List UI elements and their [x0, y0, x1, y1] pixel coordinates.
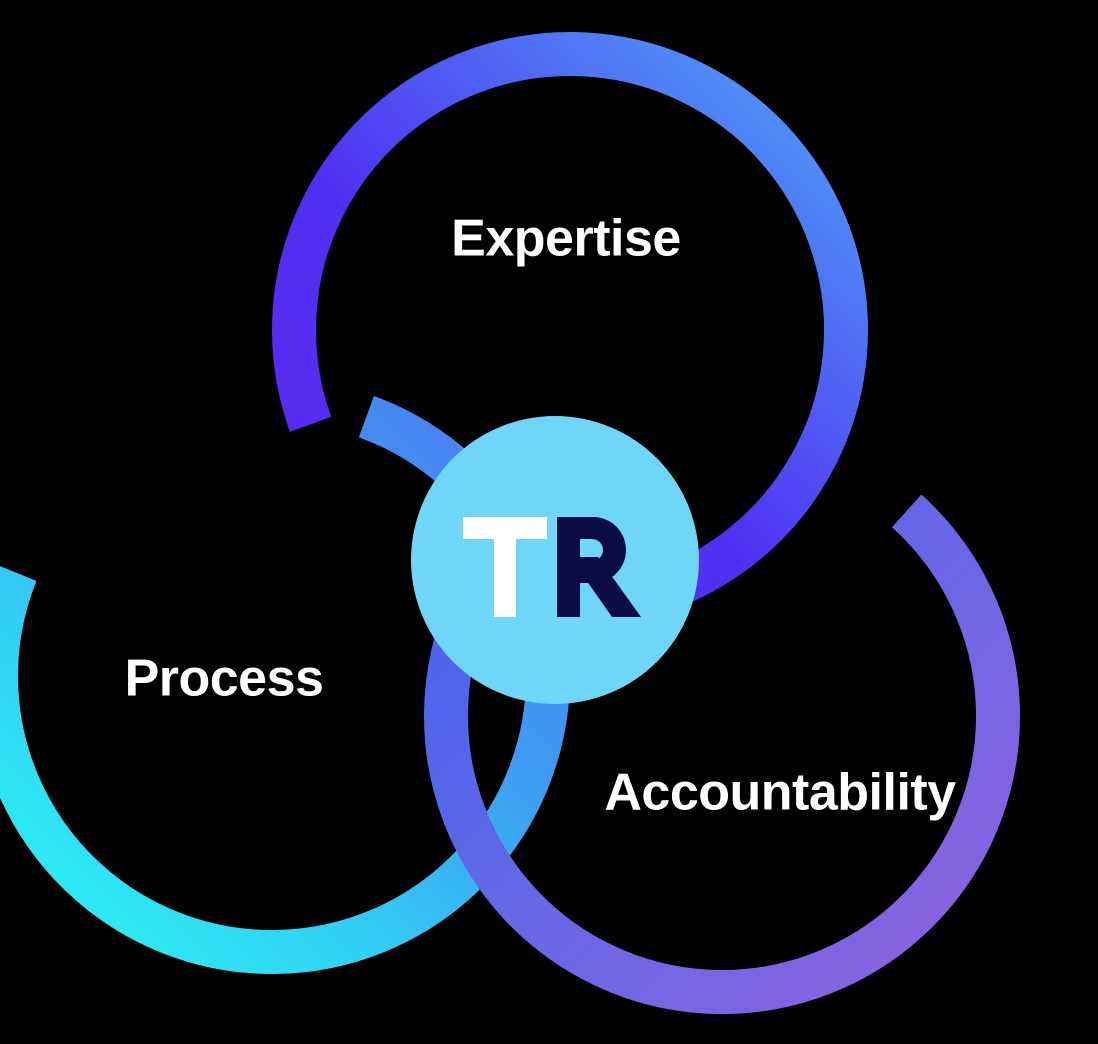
label-accountability: Accountability: [604, 764, 956, 822]
label-expertise: Expertise: [451, 210, 681, 268]
ring-accountability[interactable]: [424, 487, 1020, 1014]
label-process: Process: [125, 650, 324, 708]
ring-expertise-arc: [272, 32, 868, 618]
logo-letter-r: [557, 517, 641, 617]
center-badge[interactable]: [411, 416, 699, 704]
ring-accountability-arc: [424, 487, 1020, 1014]
center-badge-circle: [411, 416, 699, 704]
logo-letter-t: [463, 517, 547, 617]
ring-expertise[interactable]: [272, 32, 868, 618]
